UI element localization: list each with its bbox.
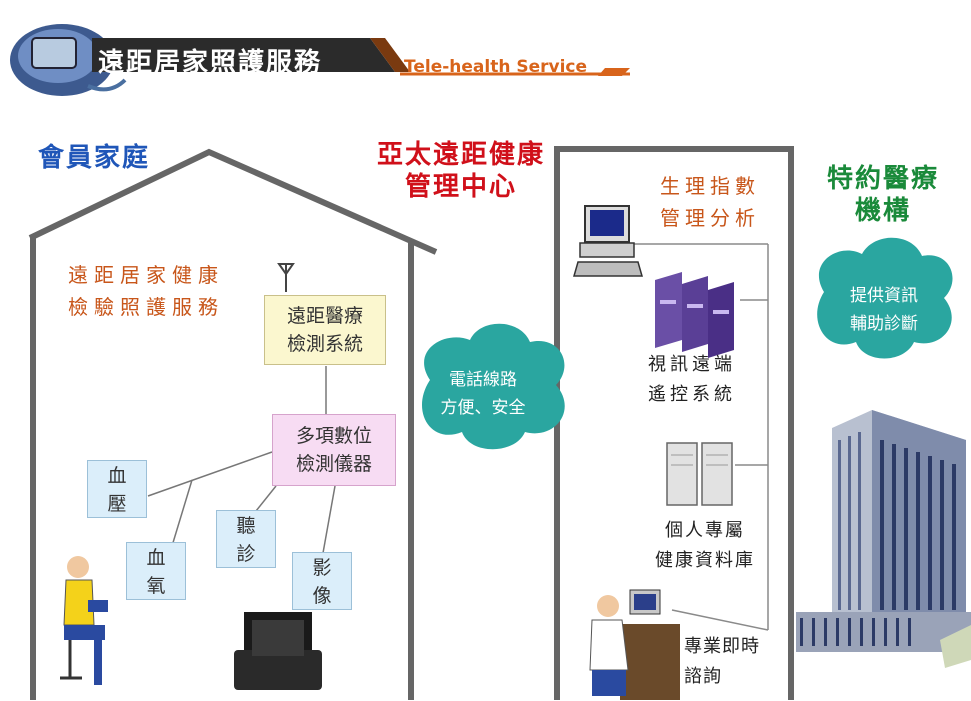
- video-server-icon: [655, 272, 734, 358]
- consultant-icon: [589, 589, 680, 700]
- remote-system-box: 遠距醫療 檢測系統: [264, 295, 386, 365]
- phone-cloud-line1: 電話線路: [449, 370, 517, 390]
- image-line2: 像: [312, 585, 332, 607]
- info-cloud-text: 提供資訊 輔助診斷: [824, 282, 944, 338]
- home-service-label: 遠距居家健康 檢驗照護服務: [68, 259, 224, 323]
- glucose-meter-icon: [10, 24, 127, 96]
- antenna-icon: [277, 263, 295, 292]
- image-box: 影 像: [292, 552, 352, 610]
- analysis-line2: 管理分析: [660, 206, 760, 230]
- header-title: 遠距居家照護服務: [98, 48, 323, 78]
- database-server-icon: [666, 442, 733, 506]
- auscultation-line1: 聽: [236, 515, 256, 537]
- info-cloud-line1: 提供資訊: [850, 286, 918, 306]
- image-line1: 影: [312, 557, 332, 579]
- center-frame: [554, 146, 794, 700]
- consultation-line2: 諮詢: [684, 666, 722, 687]
- consultation-label: 專業即時 諮詢: [684, 632, 760, 692]
- phone-cloud-text: 電話線路 方便、安全: [423, 366, 543, 422]
- blood-pressure-line2: 壓: [107, 493, 127, 515]
- center-title-line1: 亞太遠距健康: [376, 140, 545, 170]
- consultation-line1: 專業即時: [684, 636, 760, 657]
- patient-icon: [60, 556, 108, 685]
- analysis-line1: 生理指數: [660, 174, 760, 198]
- center-title-line2: 管理中心: [404, 172, 517, 202]
- header-banner: [10, 24, 630, 96]
- video-system-line1: 視訊遠端: [648, 354, 736, 375]
- partner-title: 特約醫療 機構: [808, 163, 958, 227]
- blood-oxygen-line1: 血: [146, 547, 166, 569]
- instrument-line2: 檢測儀器: [295, 453, 372, 475]
- auscultation-box: 聽 診: [216, 510, 276, 568]
- home-service-line2: 檢驗照護服務: [68, 295, 224, 319]
- blood-pressure-box: 血 壓: [87, 460, 147, 518]
- partner-title-line2: 機構: [854, 196, 911, 226]
- phone-line-cloud-icon: [421, 323, 565, 450]
- blood-oxygen-line2: 氧: [146, 575, 166, 597]
- blood-oxygen-box: 血 氧: [126, 542, 186, 600]
- video-system-label: 視訊遠端 遙控系統: [648, 350, 736, 410]
- center-title: 亞太遠距健康 管理中心: [356, 139, 566, 203]
- info-cloud-line2: 輔助診斷: [850, 314, 918, 334]
- database-line1: 個人專屬: [665, 520, 745, 541]
- member-family-title: 會員家庭: [38, 143, 151, 173]
- info-cloud-icon: [817, 237, 953, 359]
- remote-system-line1: 遠距醫療: [286, 305, 363, 327]
- phone-cloud-line2: 方便、安全: [440, 398, 526, 418]
- remote-system-line2: 檢測系統: [286, 333, 363, 355]
- database-line2: 健康資料庫: [655, 550, 755, 571]
- instrument-line1: 多項數位: [295, 425, 372, 447]
- analysis-label: 生理指數 管理分析: [660, 170, 760, 234]
- computer-icon: [573, 205, 643, 277]
- hospital-building-icon: [796, 410, 971, 668]
- partner-title-line1: 特約醫療: [826, 164, 939, 194]
- home-service-line1: 遠距居家健康: [68, 263, 224, 287]
- video-system-line2: 遙控系統: [648, 384, 736, 405]
- instrument-box: 多項數位 檢測儀器: [272, 414, 396, 486]
- auscultation-line2: 診: [236, 543, 256, 565]
- blood-pressure-line1: 血: [107, 465, 127, 487]
- instrument-case-icon: [234, 612, 322, 690]
- house-roof: [28, 148, 438, 255]
- header-subtitle: Tele-health Service: [404, 57, 588, 77]
- database-label: 個人專屬 健康資料庫: [649, 516, 761, 576]
